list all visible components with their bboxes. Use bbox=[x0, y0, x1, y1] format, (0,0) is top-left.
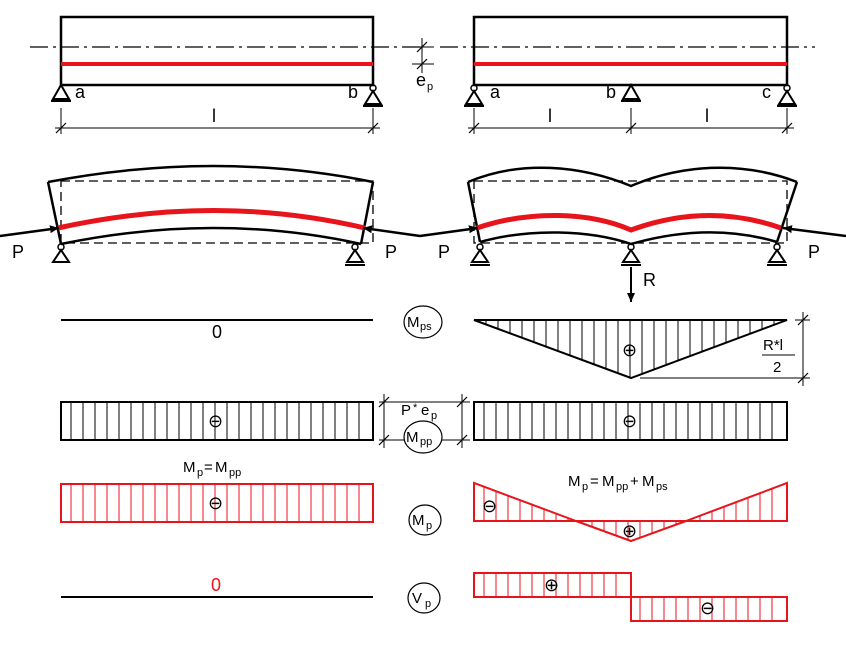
svg-text:ps: ps bbox=[656, 481, 668, 493]
plus-sign: ⊕ bbox=[622, 521, 637, 541]
r-dimension-denominator: 2 bbox=[773, 359, 781, 376]
minus-sign: ⊖ bbox=[208, 493, 223, 513]
p-ep-dimension: P * e p bbox=[378, 394, 470, 448]
vp-diagram: ⊕ ⊖ bbox=[473, 572, 788, 622]
mpp-label-circle: M pp bbox=[403, 420, 443, 454]
mp-label-circle: M p bbox=[408, 504, 442, 536]
svg-text:M: M bbox=[183, 459, 196, 476]
mps-label-circle: M ps bbox=[403, 305, 443, 339]
svg-text:M: M bbox=[568, 473, 581, 490]
mps-zero-label: 0 bbox=[212, 322, 222, 342]
beam2-elevation: a b c l l bbox=[440, 15, 815, 134]
support-b-beam2-deformed bbox=[621, 243, 641, 266]
support-label-a: a bbox=[75, 82, 86, 102]
vp-label-circle: V p bbox=[407, 582, 441, 614]
force-arrow-right bbox=[362, 225, 421, 238]
eccentricity-label: e bbox=[416, 70, 426, 90]
minus-sign: ⊖ bbox=[482, 496, 497, 516]
support-label-c: c bbox=[762, 82, 771, 102]
beam2-deformed-tendon bbox=[476, 212, 782, 233]
svg-text:M: M bbox=[407, 314, 420, 331]
beam1-elevation: a b l bbox=[30, 15, 420, 134]
svg-text:M: M bbox=[406, 429, 419, 446]
minus-sign: ⊖ bbox=[208, 411, 223, 431]
support-c-beam2 bbox=[777, 84, 797, 107]
vp-zero-label: 0 bbox=[211, 575, 221, 595]
force-label-right: P bbox=[808, 242, 820, 262]
reaction-label: R bbox=[643, 270, 656, 290]
svg-text:pp: pp bbox=[616, 481, 628, 493]
mpp-diagram-left: ⊖ bbox=[60, 401, 374, 441]
force-label-right: P bbox=[385, 242, 397, 262]
force-arrow-left bbox=[0, 225, 60, 238]
beam1-deformed: P P bbox=[0, 164, 421, 266]
plus-sign: ⊕ bbox=[622, 340, 637, 360]
svg-text:V: V bbox=[412, 590, 422, 607]
span-label-left: l bbox=[548, 106, 552, 126]
p-ep-op: * bbox=[413, 402, 418, 414]
svg-text:M: M bbox=[215, 459, 228, 476]
p-ep-p: P bbox=[401, 402, 411, 419]
force-arrow-right bbox=[782, 225, 846, 238]
svg-text:pp: pp bbox=[420, 436, 432, 448]
support-a-beam2 bbox=[464, 84, 484, 107]
support-label-b: b bbox=[348, 82, 358, 102]
mp-diagram-right: ⊖ ⊕ bbox=[473, 481, 788, 543]
p-ep-e: e bbox=[421, 402, 429, 419]
force-arrow-left bbox=[419, 225, 479, 238]
support-b-beam2 bbox=[621, 82, 641, 102]
svg-text:M: M bbox=[642, 473, 655, 490]
support-a-beam1-deformed bbox=[51, 243, 71, 263]
r-dimension-numerator: R*l bbox=[763, 337, 783, 354]
svg-text:pp: pp bbox=[229, 467, 241, 479]
svg-text:p: p bbox=[426, 520, 432, 532]
svg-text:M: M bbox=[602, 473, 615, 490]
svg-text:=: = bbox=[590, 473, 599, 490]
support-a-beam1 bbox=[51, 82, 71, 102]
mpp-diagram-right: ⊖ bbox=[473, 401, 788, 441]
plus-sign: ⊕ bbox=[544, 575, 559, 595]
mp-diagram-left: ⊖ bbox=[60, 483, 374, 523]
beam2-deformed: R P P bbox=[419, 166, 846, 302]
svg-text:p: p bbox=[197, 467, 203, 479]
beam1-deformed-tendon bbox=[57, 208, 366, 231]
span-label: l bbox=[212, 106, 216, 126]
eq-mp-sum: M p = M pp + M ps bbox=[568, 473, 668, 493]
force-label-left: P bbox=[438, 242, 450, 262]
support-a-beam2-deformed bbox=[470, 243, 490, 266]
support-label-a: a bbox=[490, 82, 501, 102]
span-label-right: l bbox=[705, 106, 709, 126]
support-b-beam1-deformed bbox=[345, 243, 365, 266]
eccentricity-dimension: e p bbox=[412, 38, 434, 93]
minus-sign: ⊖ bbox=[700, 598, 715, 618]
support-b-beam1 bbox=[363, 84, 383, 107]
minus-sign: ⊖ bbox=[622, 411, 637, 431]
svg-text:M: M bbox=[412, 512, 425, 529]
svg-text:ps: ps bbox=[420, 321, 432, 333]
eccentricity-subscript: p bbox=[427, 81, 433, 93]
support-c-beam2-deformed bbox=[767, 243, 787, 266]
mps-diagram: ⊕ R*l 2 bbox=[473, 312, 810, 386]
svg-text:p: p bbox=[582, 481, 588, 493]
support-label-b: b bbox=[606, 82, 616, 102]
svg-text:=: = bbox=[204, 459, 213, 476]
eq-mp-mpp: M p = M pp bbox=[183, 459, 241, 479]
p-ep-sub: p bbox=[431, 410, 437, 422]
svg-text:+: + bbox=[630, 473, 639, 490]
svg-text:p: p bbox=[425, 598, 431, 610]
force-label-left: P bbox=[12, 242, 24, 262]
